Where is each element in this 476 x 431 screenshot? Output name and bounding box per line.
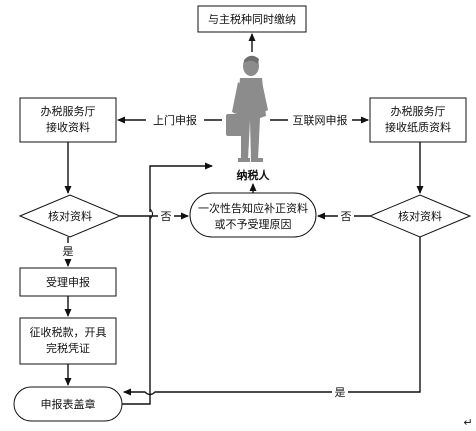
collect-box bbox=[19, 317, 117, 365]
collect-label-1: 征收税款，开具 bbox=[30, 325, 107, 339]
hall-onsite-label-2: 接收资料 bbox=[46, 120, 90, 134]
yes-left-label: 是 bbox=[63, 245, 74, 258]
yes-left-bg bbox=[60, 243, 76, 259]
taxpayer-label: 纳税人 bbox=[237, 168, 271, 182]
accept-label: 受理申报 bbox=[46, 275, 90, 289]
collect-label-2: 完税凭证 bbox=[46, 341, 90, 355]
onsite-label: 上门申报 bbox=[153, 113, 197, 127]
yes-bottom-label: 是 bbox=[335, 386, 346, 399]
verify-right-label: 核对资料 bbox=[398, 209, 442, 223]
corner-mark: ↵ bbox=[463, 416, 472, 429]
internet-label: 互联网申报 bbox=[293, 113, 348, 127]
no-left-label: 否 bbox=[161, 210, 172, 223]
edge-yes-bottom bbox=[123, 237, 421, 396]
pay-together-label: 与主税种同时缴纳 bbox=[208, 12, 296, 26]
accept-box bbox=[19, 267, 117, 297]
no-right-label: 否 bbox=[341, 210, 352, 223]
yes-bottom-bg bbox=[332, 384, 348, 400]
hall-paper-label-1: 办税服务厅 bbox=[391, 104, 446, 118]
edge-hop bbox=[149, 208, 153, 220]
hall-onsite-label-1: 办税服务厅 bbox=[41, 104, 96, 118]
onsite-label-bg bbox=[146, 112, 204, 128]
internet-label-bg bbox=[288, 112, 352, 128]
pay-together-box bbox=[197, 5, 307, 33]
verify-left-label: 核对资料 bbox=[48, 209, 92, 223]
hall-onsite-box bbox=[19, 97, 117, 143]
edge-stamp-to-taxpayer bbox=[122, 166, 212, 405]
hall-paper-label-2: 接收纸质资料 bbox=[385, 120, 451, 134]
notify-label-1: 一次性告知应补正资料 bbox=[198, 201, 308, 215]
notify-label-2: 或不予受理原因 bbox=[215, 218, 292, 231]
verify-right-diamond bbox=[368, 194, 472, 238]
no-right-bg bbox=[338, 208, 354, 224]
no-left-bg bbox=[158, 208, 174, 224]
hall-paper-box bbox=[369, 97, 467, 143]
taxpayer-figure bbox=[226, 55, 268, 162]
stamp-label: 申报表盖章 bbox=[41, 397, 96, 411]
